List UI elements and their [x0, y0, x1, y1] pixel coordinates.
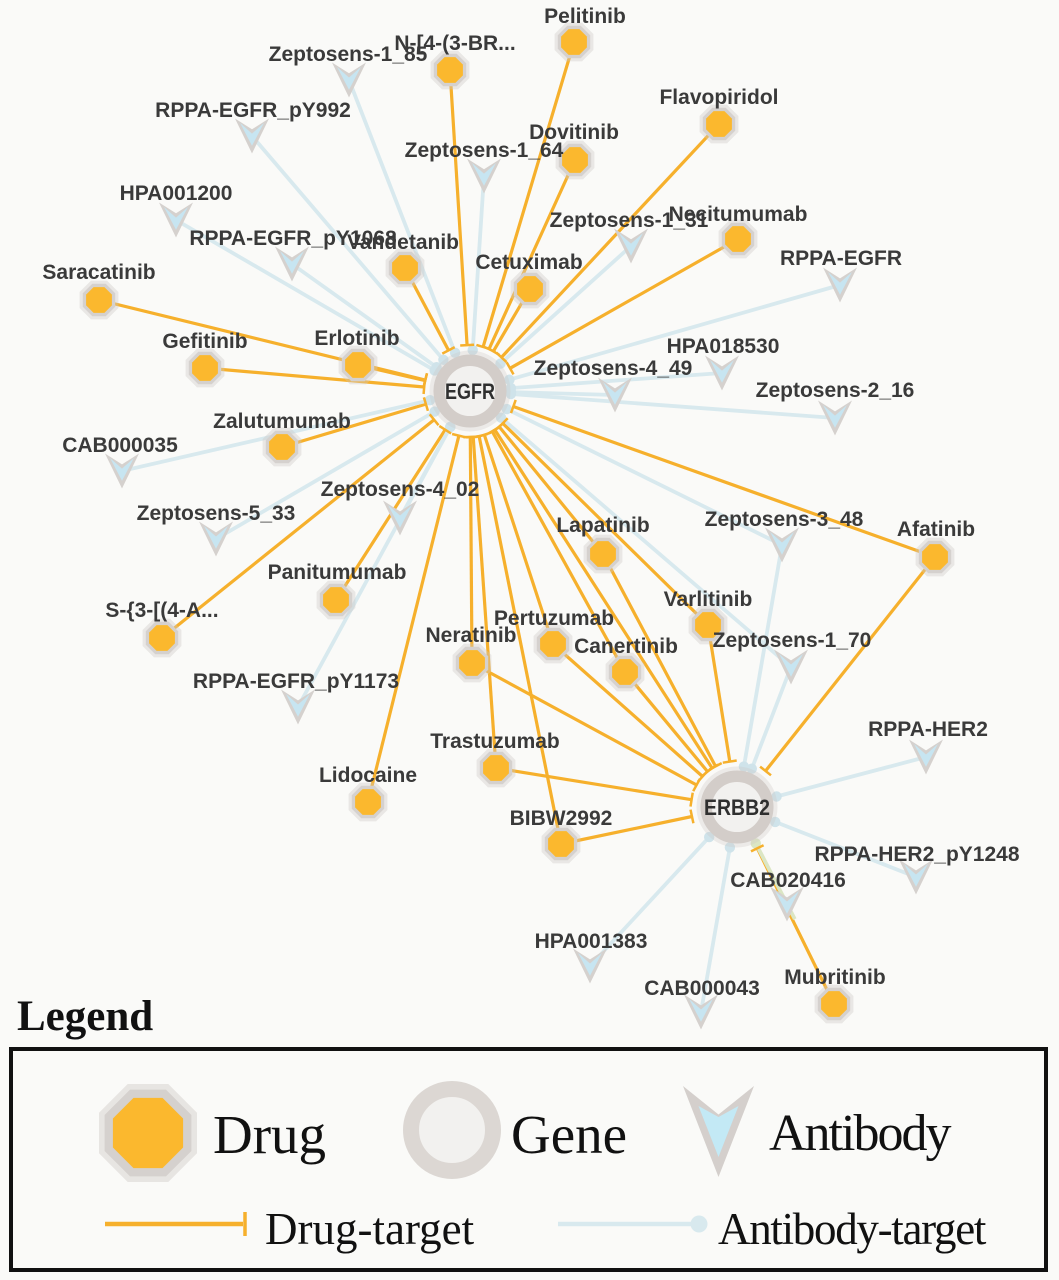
svg-text:N-[4-(3-BR...: N-[4-(3-BR...: [394, 32, 515, 55]
svg-text:Zeptosens-1_85: Zeptosens-1_85: [269, 43, 428, 66]
svg-text:CAB000043: CAB000043: [644, 977, 760, 1000]
svg-text:Canertinib: Canertinib: [574, 635, 678, 658]
svg-text:Afatinib: Afatinib: [897, 518, 975, 541]
svg-text:Mubritinib: Mubritinib: [784, 966, 885, 989]
svg-text:HPA001200: HPA001200: [120, 182, 233, 205]
svg-text:Drug: Drug: [213, 1104, 326, 1165]
svg-text:Gefitinib: Gefitinib: [162, 330, 247, 353]
svg-text:BIBW2992: BIBW2992: [510, 807, 613, 830]
svg-text:Antibody-target: Antibody-target: [718, 1204, 987, 1254]
svg-text:Zeptosens-1_31: Zeptosens-1_31: [550, 209, 709, 232]
svg-text:EGFR: EGFR: [445, 379, 495, 404]
svg-text:Neratinib: Neratinib: [425, 624, 516, 647]
svg-text:Necitumumab: Necitumumab: [669, 203, 808, 226]
svg-text:Pelitinib: Pelitinib: [544, 5, 626, 28]
svg-text:Zeptosens-1_64: Zeptosens-1_64: [405, 139, 564, 162]
svg-text:RPPA-EGFR_pY1173: RPPA-EGFR_pY1173: [193, 670, 399, 693]
svg-text:Zalutumumab: Zalutumumab: [213, 410, 351, 433]
svg-text:CAB000035: CAB000035: [62, 434, 178, 457]
svg-text:ERBB2: ERBB2: [704, 795, 770, 820]
svg-text:Saracatinib: Saracatinib: [42, 261, 155, 284]
svg-text:Vandetanib: Vandetanib: [347, 231, 459, 254]
svg-text:Legend: Legend: [17, 993, 153, 1040]
svg-text:RPPA-HER2_pY1248: RPPA-HER2_pY1248: [814, 843, 1019, 866]
svg-text:Lidocaine: Lidocaine: [319, 764, 417, 787]
svg-text:Lapatinib: Lapatinib: [556, 514, 649, 537]
svg-text:Zeptosens-4_49: Zeptosens-4_49: [534, 357, 693, 380]
svg-text:RPPA-EGFR: RPPA-EGFR: [780, 247, 902, 270]
svg-text:Zeptosens-1_70: Zeptosens-1_70: [713, 629, 872, 652]
svg-text:Zeptosens-4_02: Zeptosens-4_02: [321, 478, 480, 501]
svg-text:Zeptosens-5_33: Zeptosens-5_33: [137, 502, 296, 525]
svg-text:Antibody: Antibody: [769, 1105, 951, 1162]
svg-text:Zeptosens-3_48: Zeptosens-3_48: [705, 508, 864, 531]
svg-text:Dovitinib: Dovitinib: [529, 121, 619, 144]
svg-text:Flavopiridol: Flavopiridol: [659, 86, 778, 109]
svg-text:Trastuzumab: Trastuzumab: [430, 730, 560, 753]
svg-text:Erlotinib: Erlotinib: [314, 327, 399, 350]
svg-text:Panitumumab: Panitumumab: [268, 561, 407, 584]
svg-text:RPPA-EGFR_pY992: RPPA-EGFR_pY992: [155, 99, 351, 122]
svg-text:S-{3-[(4-A...: S-{3-[(4-A...: [105, 599, 218, 622]
svg-text:Pertuzumab: Pertuzumab: [494, 607, 614, 630]
svg-text:RPPA-EGFR_pY1068: RPPA-EGFR_pY1068: [189, 227, 397, 250]
svg-text:HPA001383: HPA001383: [535, 930, 648, 953]
svg-text:CAB020416: CAB020416: [730, 869, 846, 892]
svg-text:Drug-target: Drug-target: [265, 1204, 475, 1254]
svg-text:Gene: Gene: [511, 1104, 627, 1165]
svg-text:RPPA-HER2: RPPA-HER2: [868, 718, 988, 741]
svg-text:Zeptosens-2_16: Zeptosens-2_16: [756, 379, 915, 402]
svg-text:HPA018530: HPA018530: [667, 335, 780, 358]
svg-text:Cetuximab: Cetuximab: [475, 251, 582, 274]
svg-text:Varlitinib: Varlitinib: [664, 588, 753, 611]
